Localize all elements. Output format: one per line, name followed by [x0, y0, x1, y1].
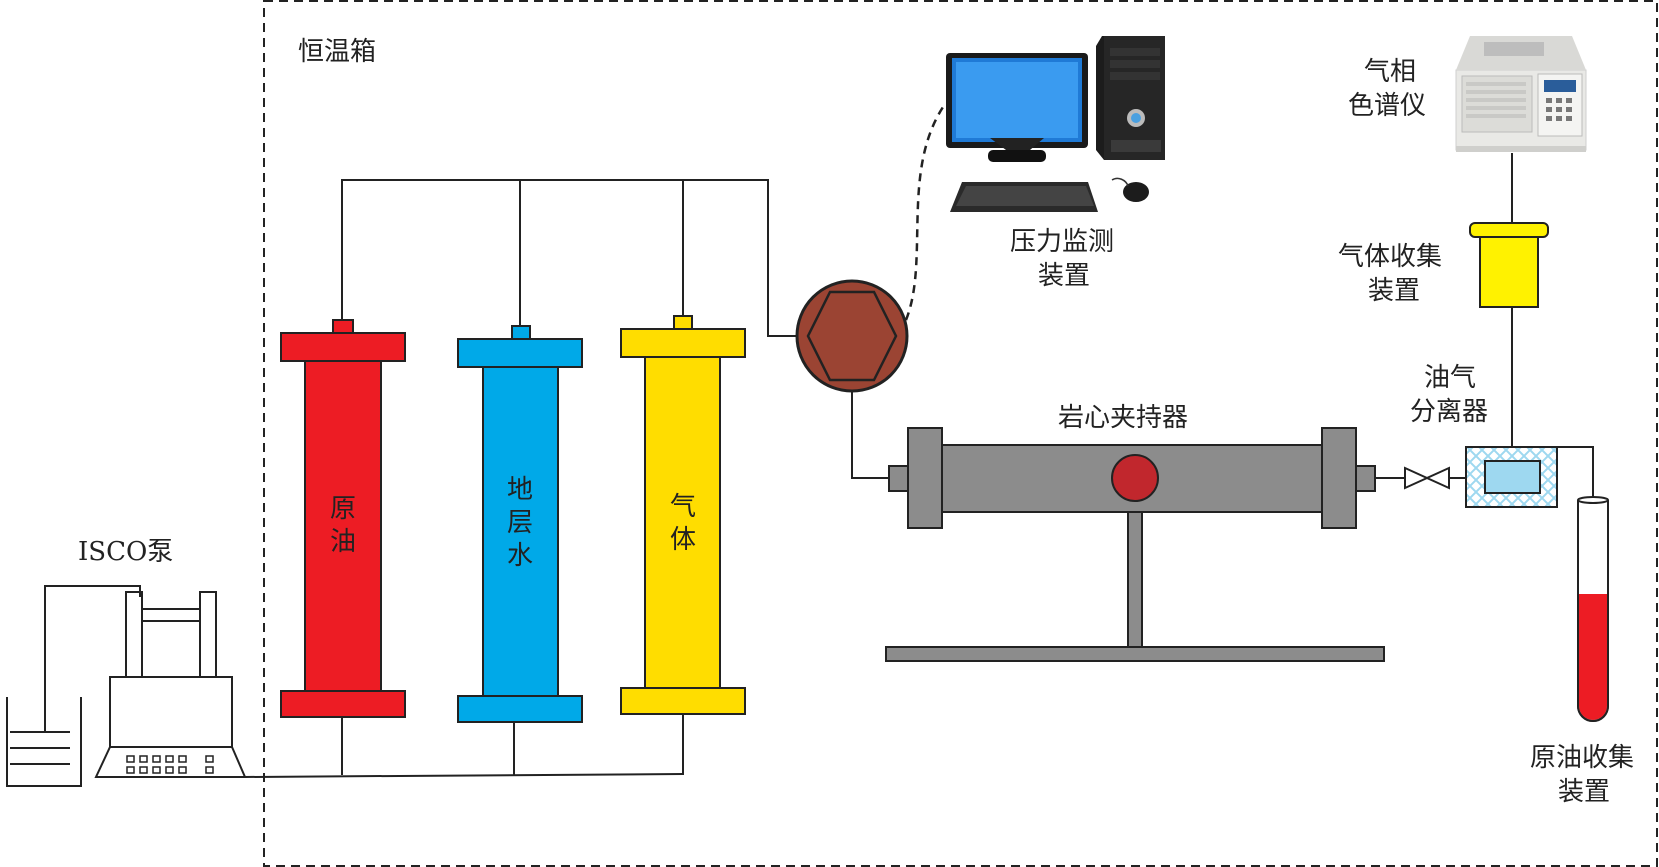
oil-gas-separator[interactable] [1465, 446, 1558, 508]
pressure-signal-cable [904, 103, 947, 321]
needle-valve[interactable] [1404, 466, 1450, 490]
oil-collector-label-2: 装置 [1558, 777, 1610, 807]
crude-oil-label-2: 油 [330, 527, 356, 557]
gas-collection-device[interactable] [1469, 222, 1549, 308]
formation-water-label-2: 层 [507, 508, 533, 538]
separator-label-1: 油气 [1424, 363, 1476, 393]
oven-label: 恒温箱 [298, 37, 376, 67]
pressure-monitor-label-1: 压力监测 [1010, 227, 1114, 257]
gas-chromatograph-icon [1455, 36, 1587, 152]
gas-collector-label-1: 气体收集 [1338, 242, 1442, 272]
valve-to-holder-line [851, 391, 889, 479]
pump-keypad[interactable] [126, 755, 214, 774]
separator-to-oil-collector-line [1557, 446, 1594, 500]
isco-pump-label: ISCO泵 [78, 537, 173, 567]
gas-cylinder[interactable] [620, 315, 746, 715]
gas-collector-label-2: 装置 [1368, 276, 1420, 306]
oven-boundary [263, 0, 1658, 867]
gas-label-2: 体 [670, 525, 696, 555]
core-sample [1111, 454, 1159, 502]
oil-collector-label-1: 原油收集 [1530, 743, 1634, 773]
gas-label-1: 气 [670, 492, 696, 522]
separator-label-2: 分离器 [1410, 397, 1488, 427]
formation-water-label-1: 地 [507, 475, 533, 505]
gas-chromatograph-label-1: 气相 [1364, 57, 1416, 87]
multiport-valve[interactable] [795, 279, 909, 393]
crude-oil-label-1: 原 [330, 494, 356, 524]
formation-water-label-3: 水 [507, 541, 533, 571]
core-holder[interactable] [888, 427, 1376, 529]
crude-oil-cylinder[interactable] [280, 319, 406, 718]
core-holder-stand [885, 511, 1385, 662]
computer-icon [946, 36, 1165, 212]
crude-oil-collection-tube[interactable] [1577, 496, 1609, 722]
formation-water-cylinder[interactable] [457, 325, 583, 723]
isco-pump[interactable] [94, 591, 247, 778]
bottom-manifold-line [244, 773, 684, 778]
top-manifold-line [341, 179, 802, 337]
liquid-reservoir [6, 697, 82, 787]
pressure-monitor-label-2: 装置 [1038, 261, 1090, 291]
core-holder-label: 岩心夹持器 [1058, 403, 1188, 433]
gas-chromatograph-label-2: 色谱仪 [1348, 91, 1426, 121]
